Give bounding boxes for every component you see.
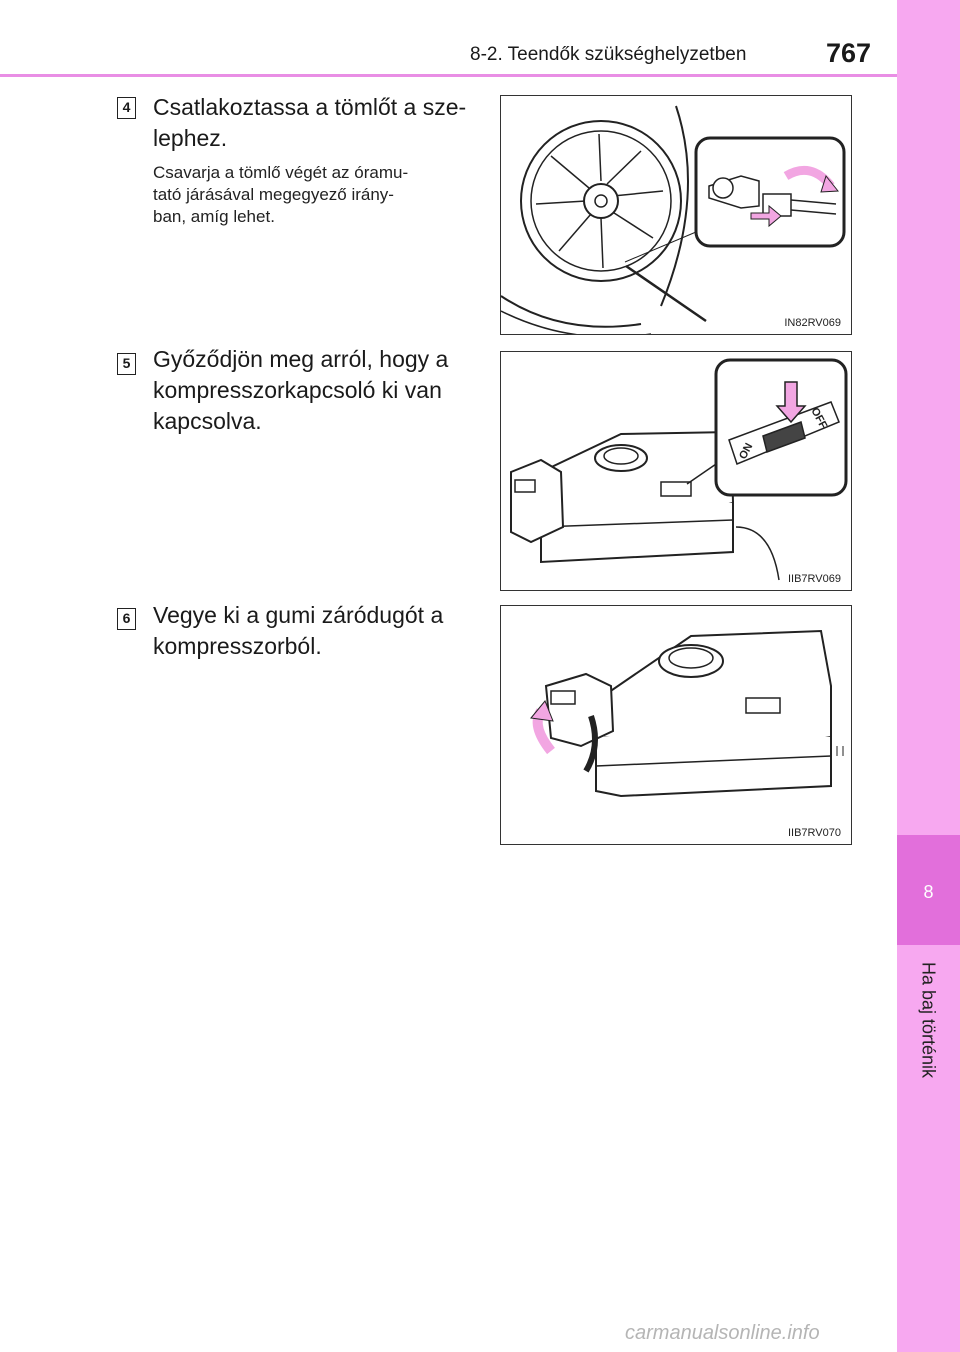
step-4-text: Csatlakoztassa a tömlőt a sze- lephez. <box>153 92 466 154</box>
section-title: 8-2. Teendők szükséghelyzetben <box>470 44 747 65</box>
header-rule <box>0 74 897 77</box>
step-4-line-1: Csatlakoztassa a tömlőt a sze- <box>153 94 467 120</box>
figure-code: IN82RV069 <box>782 317 843 329</box>
step-6-line-2: kompresszorból. <box>153 633 322 659</box>
chapter-number-box <box>897 835 960 945</box>
step-5-text: Győződjön meg arról, hogy a kompresszork… <box>153 344 448 437</box>
chapter-label: Ha baj történik <box>918 961 939 1079</box>
watermark: carmanualsonline.info <box>625 1322 820 1344</box>
figure-code: IIB7RV070 <box>785 827 843 839</box>
chapter-side-tab[interactable] <box>897 0 960 1352</box>
figure-compressor-switch: ON OFF IIB7RV069 <box>500 351 852 591</box>
step-5-line-3: kapcsolva. <box>153 408 262 434</box>
figure-remove-cap: IIB7RV070 <box>500 605 852 845</box>
figure-hose-to-valve: IN82RV069 <box>500 95 852 335</box>
figure-code: IIB7RV069 <box>785 573 843 585</box>
step-5-line-1: Győződjön meg arról, hogy a <box>153 346 449 372</box>
step-6-line-1: Vegye ki a gumi záródugót a <box>153 602 444 628</box>
step-4-sub-line-3: ban, amíg lehet. <box>153 207 275 226</box>
chapter-number: 8 <box>923 882 934 902</box>
page-number: 767 <box>826 38 872 68</box>
step-5-line-2: kompresszorkapcsoló ki van <box>153 377 442 403</box>
wheel-valve-illustration <box>501 105 846 334</box>
step-4-line-2: lephez. <box>153 125 228 151</box>
step-6-text: Vegye ki a gumi záródugót a kompresszorb… <box>153 600 443 662</box>
compressor-cap-illustration <box>530 629 844 798</box>
step-number-6: 6 <box>117 608 136 630</box>
step-4-sub-line-1: Csavarja a tömlő végét az óramu- <box>153 163 409 182</box>
step-4-sub-line-2: tató járásával megegyező irány- <box>153 185 394 204</box>
step-number-4: 4 <box>117 97 136 119</box>
step-4-subtext: Csavarja a tömlő végét az óramu- tató já… <box>153 162 477 228</box>
step-number-5: 5 <box>117 353 136 375</box>
compressor-switch-illustration: ON OFF <box>510 358 848 581</box>
